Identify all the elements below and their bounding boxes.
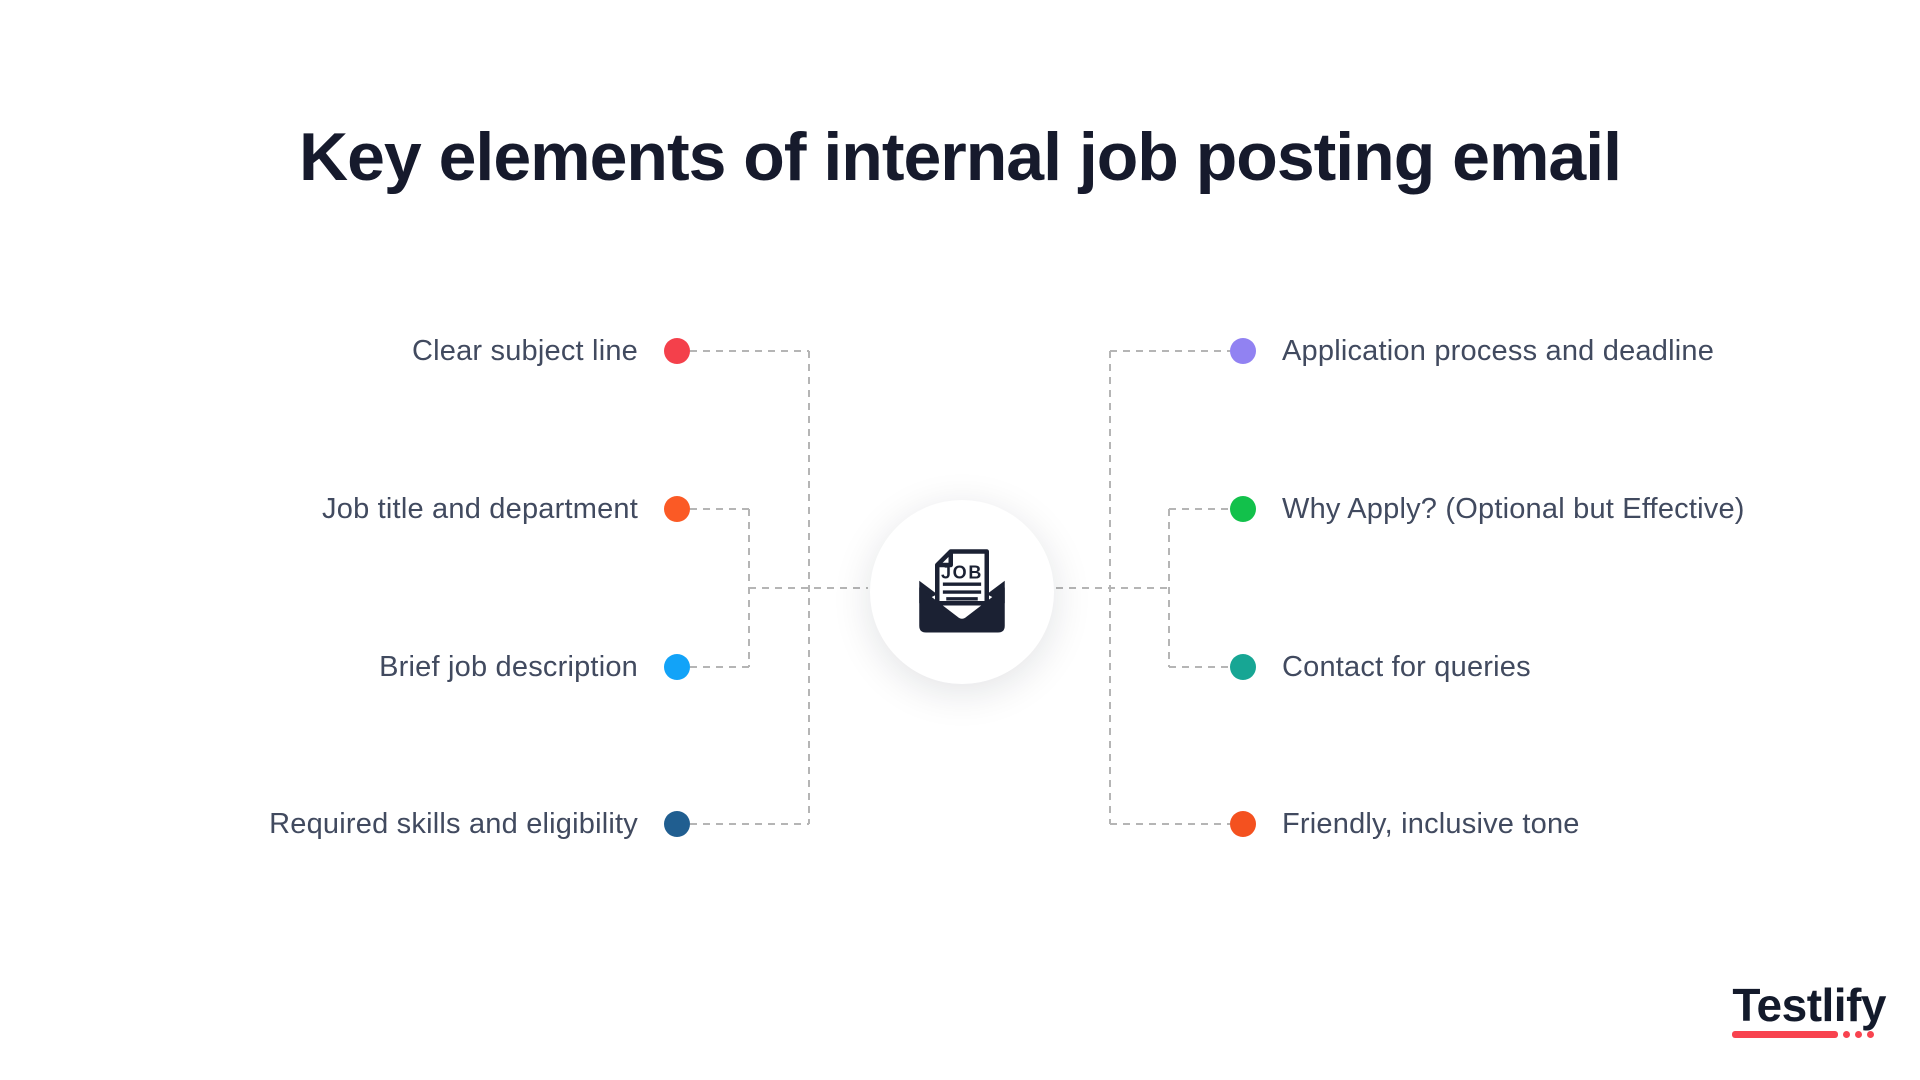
brand-logo-text: Testlify xyxy=(1732,979,1886,1031)
item-label: Required skills and eligibility xyxy=(269,807,638,840)
brand-logo-accent xyxy=(1732,1031,1886,1038)
bullet-dot xyxy=(1230,338,1256,364)
brand-logo: Testlify xyxy=(1732,982,1886,1038)
item-label: Job title and department xyxy=(322,492,638,525)
list-item: Friendly, inclusive tone xyxy=(1230,804,1580,844)
list-item: Why Apply? (Optional but Effective) xyxy=(1230,489,1745,529)
bullet-dot xyxy=(664,338,690,364)
job-posting-email-icon: JOB xyxy=(919,549,1005,633)
item-label: Application process and deadline xyxy=(1282,334,1715,367)
bullet-dot xyxy=(664,496,690,522)
logo-dot xyxy=(1867,1031,1875,1038)
logo-dot xyxy=(1843,1031,1851,1038)
bullet-dot xyxy=(1230,811,1256,837)
item-label: Contact for queries xyxy=(1282,650,1531,683)
list-item: Required skills and eligibility xyxy=(269,804,690,844)
item-label: Clear subject line xyxy=(411,334,638,367)
list-item: Brief job description xyxy=(379,647,690,687)
bullet-dot xyxy=(664,654,690,680)
bullet-dot xyxy=(664,811,690,837)
bullet-dot xyxy=(1230,496,1256,522)
item-label: Friendly, inclusive tone xyxy=(1282,807,1580,840)
page-title: Key elements of internal job posting ema… xyxy=(298,119,1622,195)
job-label: JOB xyxy=(941,563,983,583)
center-badge: JOB xyxy=(870,500,1054,684)
list-item: Contact for queries xyxy=(1230,647,1531,687)
logo-underline xyxy=(1732,1031,1839,1038)
bullet-dot xyxy=(1230,654,1256,680)
list-item: Application process and deadline xyxy=(1230,331,1714,371)
item-label: Why Apply? (Optional but Effective) xyxy=(1282,492,1745,525)
logo-dot xyxy=(1855,1031,1863,1038)
list-item: Job title and department xyxy=(322,489,690,529)
list-item: Clear subject line xyxy=(412,331,690,371)
item-label: Brief job description xyxy=(379,650,638,683)
